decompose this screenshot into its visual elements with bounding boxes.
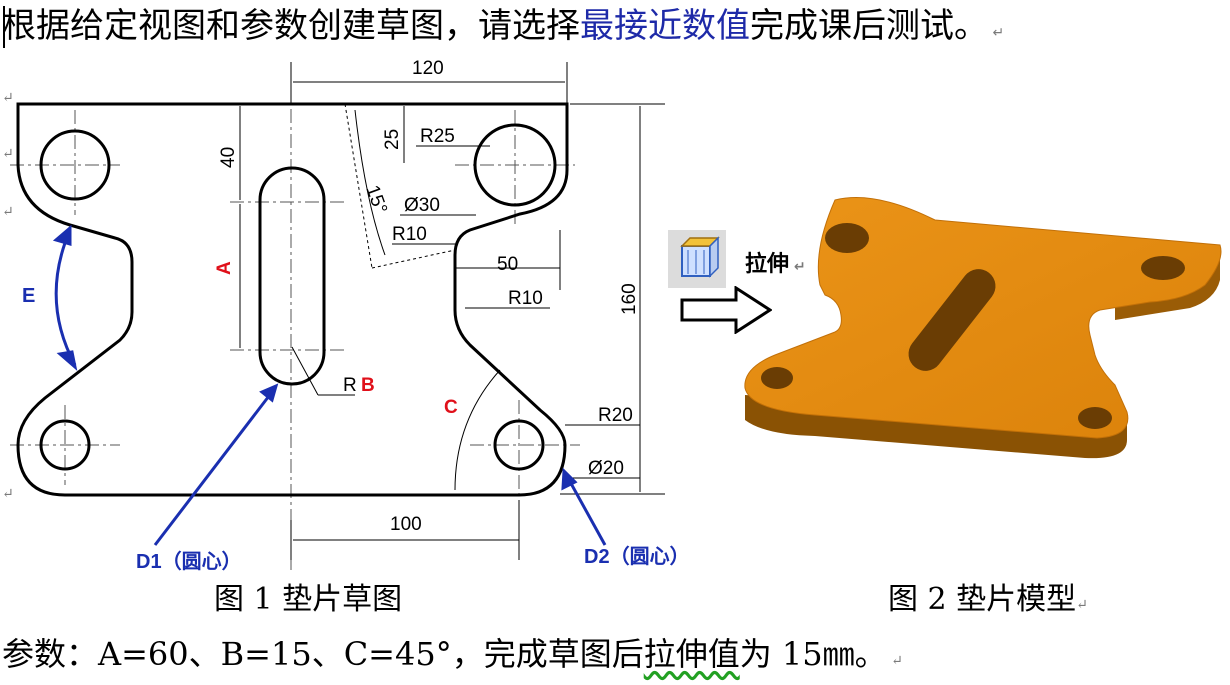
d1-arrow	[153, 391, 274, 546]
paragraph-mark-icon: ↵	[2, 90, 14, 106]
label-b: B	[361, 375, 375, 396]
centerlines	[10, 84, 580, 570]
e-arrowhead-top	[52, 224, 72, 246]
question-heading: 根据给定视图和参数创建草图，请选择最接近数值完成课后测试。 ↵	[2, 4, 1004, 55]
label-a: A	[214, 261, 235, 275]
radius-bottom: R20	[598, 405, 633, 426]
model-hole-bottom-right	[1078, 407, 1112, 429]
left-top-hole	[39, 129, 111, 201]
figure-2-caption: 图 2 垫片模型↵	[888, 582, 1088, 617]
model-top-face	[744, 197, 1222, 439]
heading-highlight: 最接近数值	[580, 6, 750, 46]
dim-40: 40	[218, 147, 239, 168]
figure-1-caption: 图 1 垫片草图	[214, 582, 403, 617]
gasket-3d-model	[744, 197, 1222, 459]
radius-lower-notch: R10	[508, 288, 543, 309]
model-hole-top-right	[1141, 256, 1185, 280]
center-slot	[258, 166, 326, 386]
dimension-lines	[54, 62, 665, 560]
label-c: C	[444, 397, 458, 418]
paragraph-mark-icon: ↵	[2, 146, 14, 162]
slot-radius-prefix: R	[343, 375, 357, 396]
right-arrow-icon	[680, 286, 772, 334]
diameter-bottom: Ø20	[588, 458, 624, 479]
model-slot	[908, 269, 996, 371]
left-bottom-hole	[39, 419, 91, 471]
params-squiggle-text: 拉伸值	[643, 635, 740, 673]
gasket-outline	[16, 102, 569, 497]
label-d1: D1（圆心）	[136, 550, 242, 573]
angle-15: 15°	[361, 183, 391, 217]
paragraph-mark-icon: ↵	[886, 653, 903, 669]
parameters-line: 参数：A=60、B=15、C=45°，完成草图后拉伸值为 15㎜。 ↵	[2, 632, 903, 683]
label-d2: D2（圆心）	[584, 545, 690, 568]
d2-arrow	[566, 477, 607, 546]
paragraph-mark-icon: ↵	[988, 25, 1005, 41]
dim-height: 160	[619, 283, 640, 315]
radius-top: R25	[420, 126, 455, 147]
dim-top-width: 120	[412, 58, 444, 79]
paragraph-mark-icon: ↵	[2, 486, 14, 502]
right-top-hole	[473, 123, 557, 207]
radius-upper-notch: R10	[392, 224, 427, 245]
heading-prefix: 根据给定视图和参数创建草图，请选择	[2, 6, 580, 46]
dim-bottom-width: 100	[390, 514, 422, 535]
d2-arrowhead	[561, 467, 578, 491]
heading-suffix: 完成课后测试。	[750, 6, 988, 46]
gasket-sketch-figure: 120 100 160 40 25 50 R25 Ø30 R10 R10 R20…	[10, 58, 690, 573]
diameter-top: Ø30	[404, 195, 440, 216]
d1-arrowhead	[259, 383, 279, 403]
dim-50: 50	[497, 254, 518, 275]
annotation-arrows	[52, 224, 607, 546]
params-suffix: 为 15㎜。	[739, 635, 887, 673]
model-hole-top-left	[825, 223, 869, 253]
dim-25: 25	[382, 129, 403, 150]
e-arrowhead-bottom	[56, 350, 78, 372]
params-prefix: 参数：A=60、B=15、C=45°，完成草图后	[2, 635, 644, 673]
text-cursor	[3, 6, 5, 48]
right-bottom-hole	[493, 419, 545, 471]
label-e: E	[22, 285, 35, 307]
model-hole-bottom-left	[761, 367, 793, 389]
paragraph-mark-icon: ↵	[2, 204, 14, 220]
extrude-icon	[668, 230, 726, 288]
extrude-label: 拉伸 ↵	[745, 252, 806, 277]
